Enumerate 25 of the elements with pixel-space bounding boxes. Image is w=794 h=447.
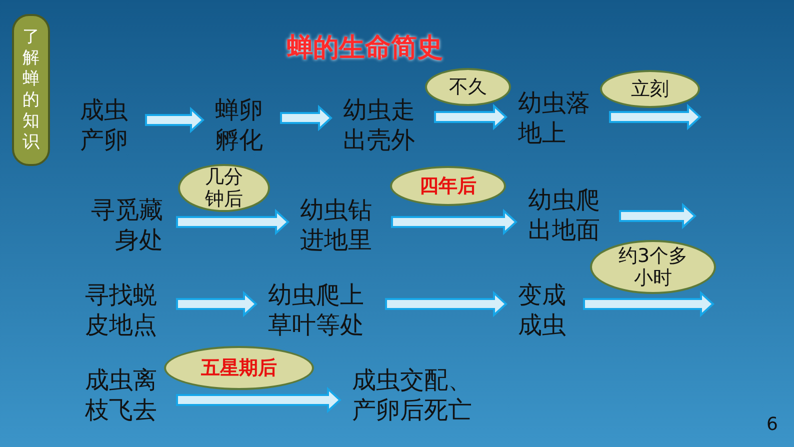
title: 蝉的生命简史 <box>286 32 444 64</box>
step-text: 寻觅藏身处 <box>85 195 163 255</box>
step-text: 幼虫爬上草叶等处 <box>268 280 372 340</box>
step-text: 幼虫钻进地里 <box>300 195 378 255</box>
arrow <box>145 106 204 134</box>
arrow <box>609 104 702 130</box>
arrow <box>176 208 290 236</box>
step-text: 蝉卵孵化 <box>215 95 267 155</box>
page-number: 6 <box>766 414 778 435</box>
arrow <box>176 290 258 318</box>
step-text: 成虫交配、产卵后死亡 <box>352 365 482 425</box>
arrow <box>434 104 508 130</box>
arrow <box>280 104 332 132</box>
step-text: 变成成虫 <box>518 280 570 340</box>
arrow <box>176 386 342 414</box>
step-text: 寻找蜕皮地点 <box>85 280 163 340</box>
step-text: 幼虫走出壳外 <box>343 95 421 155</box>
step-text: 成虫离枝飞去 <box>85 365 163 425</box>
arrow <box>619 202 696 230</box>
topic-pill: 了解蝉的知识 <box>12 14 50 166</box>
arrow <box>385 290 508 318</box>
step-text: 成虫产卵 <box>80 95 132 155</box>
arrow <box>391 208 518 236</box>
arrow <box>583 290 714 318</box>
step-text: 幼虫落地上 <box>518 88 596 148</box>
